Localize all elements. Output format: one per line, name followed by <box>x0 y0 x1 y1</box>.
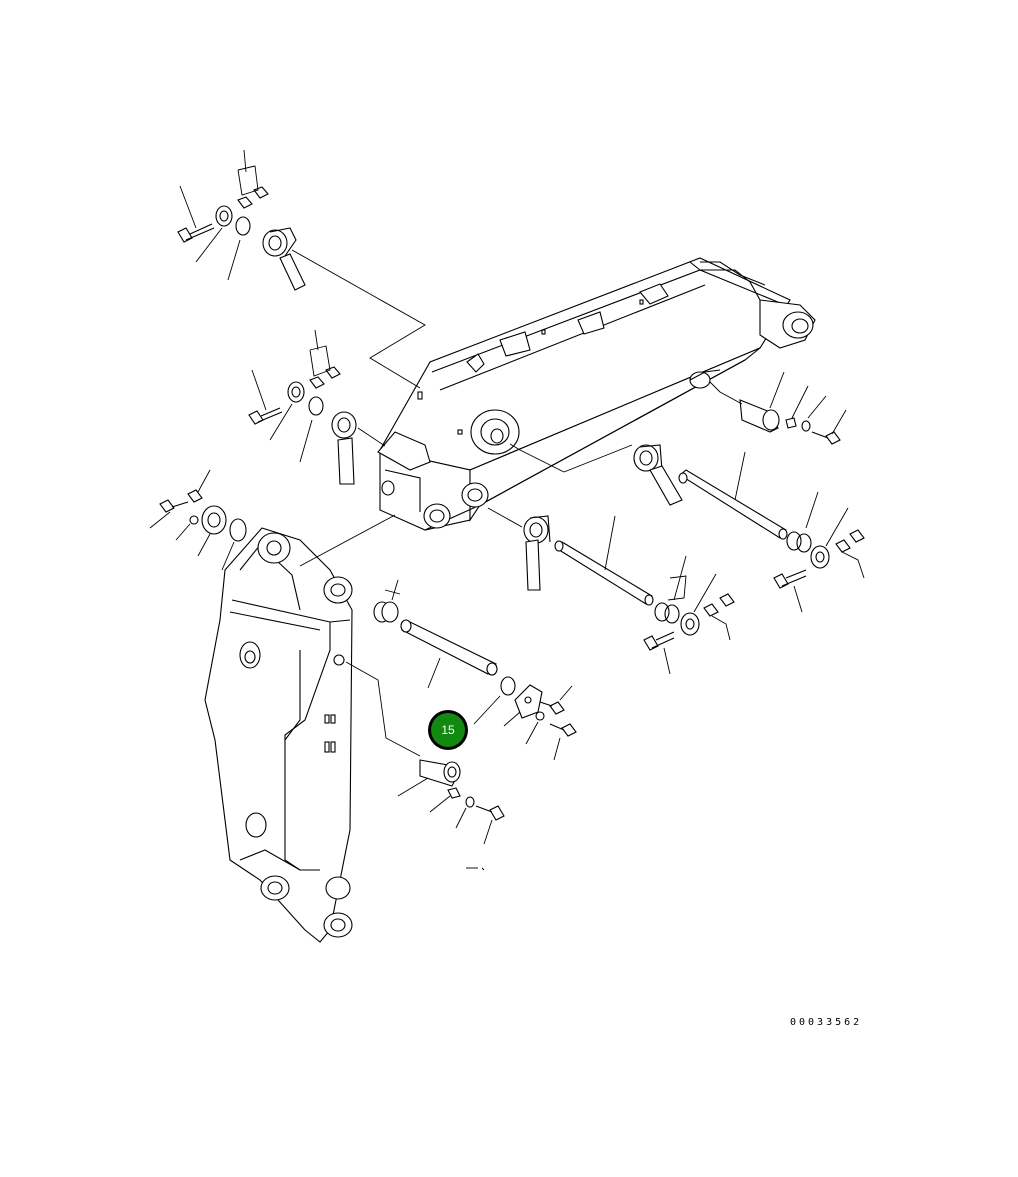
callout-15-marker[interactable]: 15 <box>428 710 468 750</box>
drawing-number: 00033562 <box>790 1017 863 1028</box>
hardware-group-right-mid <box>773 491 865 613</box>
boom-body <box>377 257 816 531</box>
hardware-group-lower <box>345 661 505 845</box>
callout-label: 15 <box>431 713 465 747</box>
arm-body <box>204 527 353 943</box>
hardware-group-arm-left <box>149 469 247 571</box>
pins-center <box>373 443 788 761</box>
hardware-group-right-top <box>709 371 847 445</box>
hardware-group-right-low <box>643 555 735 675</box>
connector-line <box>299 514 396 567</box>
hardware-group-top-left <box>177 149 426 389</box>
hardware-group-mid-left <box>248 329 386 485</box>
